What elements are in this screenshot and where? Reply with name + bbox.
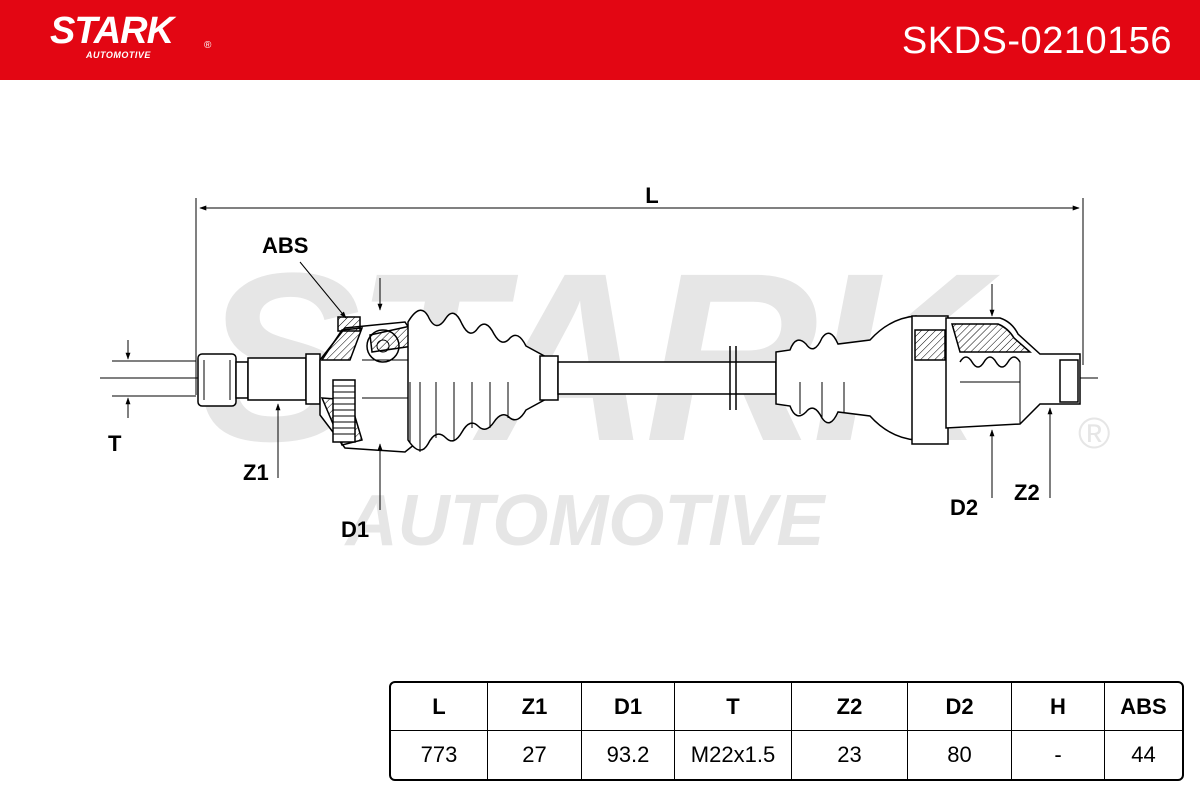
specs-header-L: L [391, 683, 488, 731]
specs-value-Z2: 23 [792, 731, 908, 779]
abs-arrow [299, 261, 347, 319]
specs-header-D2: D2 [908, 683, 1012, 731]
logo-registered-mark: ® [204, 40, 212, 51]
specs-value-Z1: 27 [488, 731, 582, 779]
specs-value-D1: 93.2 [582, 731, 675, 779]
label-ABS: ABS [262, 233, 308, 258]
shaft [557, 346, 777, 410]
specs-table: L Z1 D1 T Z2 D2 H ABS 773 27 93.2 M22x1.… [389, 681, 1184, 781]
dimension-L [195, 198, 1084, 395]
drive-shaft-drawing: STARK AUTOMOTIVE ® L T Z1 [100, 183, 1110, 561]
specs-value-T: M22x1.5 [675, 731, 792, 779]
specs-header-Z1: Z1 [488, 683, 582, 731]
outer-cv-joint [319, 316, 421, 453]
watermark-sub: AUTOMOTIVE [344, 481, 827, 561]
specs-value-H: - [1012, 731, 1105, 779]
label-L: L [645, 183, 658, 208]
stark-logo: STARK ® AUTOMOTIVE [50, 10, 211, 60]
specs-value-D2: 80 [908, 731, 1012, 779]
specs-value-ABS: 44 [1131, 742, 1156, 767]
label-Z2: Z2 [1014, 480, 1040, 505]
dimension-T [112, 340, 196, 418]
specs-header-Z2: Z2 [792, 683, 908, 731]
specs-header-ABS: ABS [1105, 683, 1182, 731]
logo-text: STARK [50, 10, 174, 52]
specs-value-L: 773 [391, 731, 488, 779]
inner-joint-housing [945, 317, 1081, 429]
specs-header-D1: D1 [582, 683, 675, 731]
logo-subtext: AUTOMOTIVE [86, 50, 151, 60]
inner-boot [775, 315, 949, 445]
watermark-registered-mark: ® [1078, 409, 1110, 458]
outer-boot [407, 309, 559, 452]
specs-header-T: T [675, 683, 792, 731]
label-Z1: Z1 [243, 460, 269, 485]
threaded-stub [197, 353, 321, 407]
header-bar: STARK ® AUTOMOTIVE SKDS-0210156 [0, 0, 1200, 80]
specs-header-H: H [1012, 683, 1105, 731]
label-D2: D2 [950, 495, 978, 520]
label-D1: D1 [341, 517, 369, 542]
part-number: SKDS-0210156 [901, 20, 1172, 62]
label-T: T [108, 431, 122, 456]
